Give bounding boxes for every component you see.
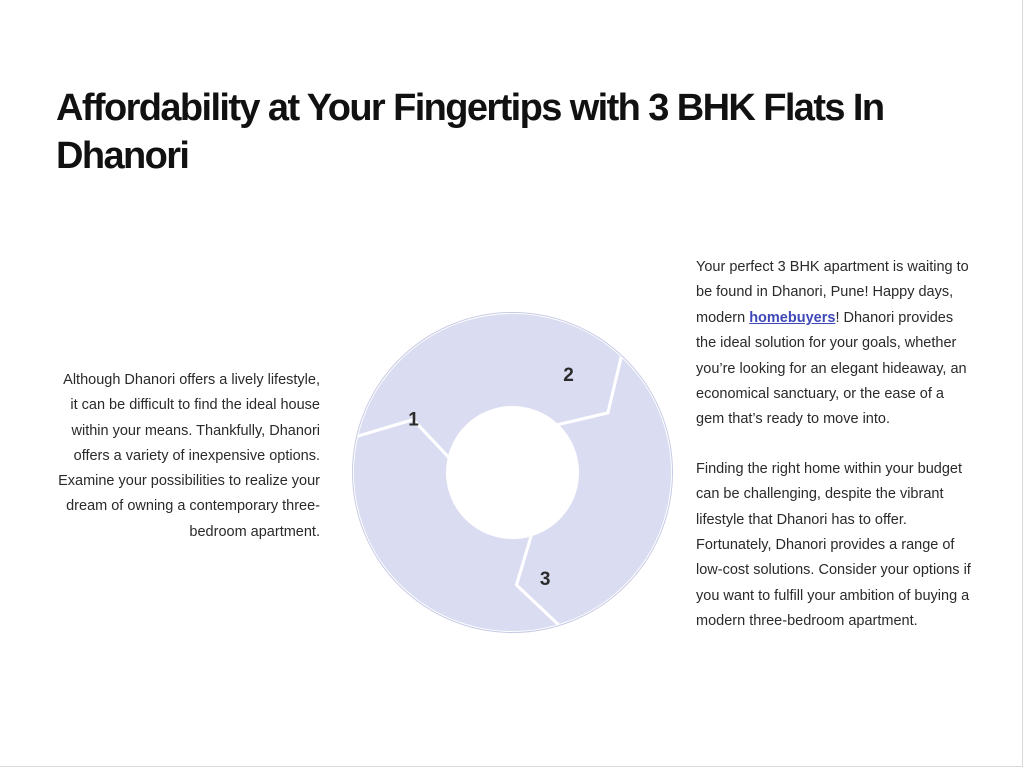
cycle-step-label-2: 2: [563, 365, 574, 386]
right-column: Your perfect 3 BHK apartment is waiting …: [696, 255, 974, 635]
cycle-step-label-3: 3: [540, 569, 551, 590]
left-description: Although Dhanori offers a lively lifesty…: [58, 372, 320, 540]
cycle-diagram: 1 2 3: [351, 311, 674, 634]
page-title: Affordability at Your Fingertips with 3 …: [56, 87, 885, 177]
right-paragraph-2: Finding the right home within your budge…: [696, 460, 971, 630]
right-paragraph-1-text-b: ! Dhanori provides the ideal solution fo…: [696, 309, 967, 428]
right-paragraph-1-text-a: Your perfect 3 BHK apartment is waiting …: [696, 259, 969, 326]
cycle-step-label-1: 1: [408, 409, 419, 430]
cycle-outer-edge: [352, 312, 673, 633]
cycle-segment-3: [351, 418, 561, 634]
right-paragraph-1: Your perfect 3 BHK apartment is waiting …: [696, 255, 974, 433]
homebuyers-link[interactable]: homebuyers: [749, 309, 836, 326]
